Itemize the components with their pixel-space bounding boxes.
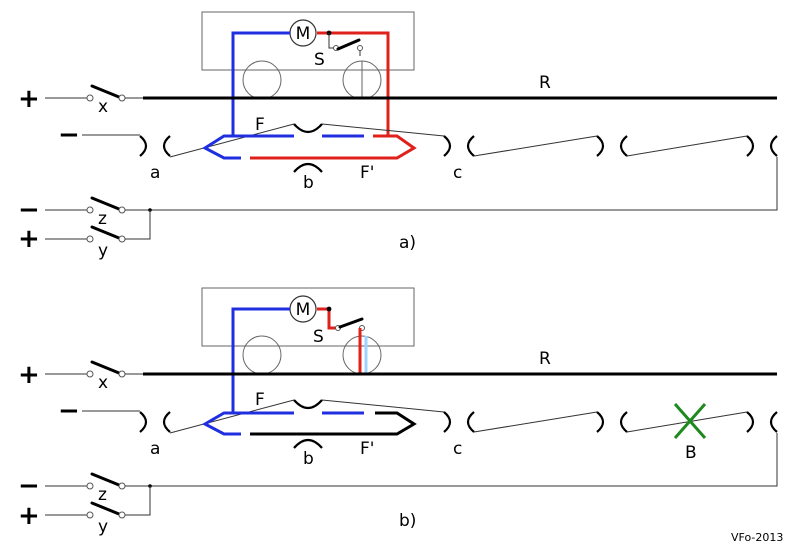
relay-switch-b [338, 317, 364, 329]
caption-a: a) [399, 233, 416, 253]
switch-x-a [90, 84, 121, 99]
return-rail-a [169, 123, 295, 158]
red-wire-b [317, 307, 336, 330]
isolator-e-a [746, 135, 778, 157]
isolator-c-label-b: c [453, 439, 462, 459]
blue-wire-b [231, 307, 290, 413]
pickup-f2-label-a: F' [360, 163, 374, 183]
pickup-f2-a [250, 134, 417, 160]
switch-z-a [90, 196, 121, 211]
switch-z-label-b: z [98, 485, 107, 505]
isolator-b-label-a: b [303, 173, 314, 193]
blue-wire-a [231, 31, 290, 136]
panel-a: M S R + x − a c [18, 11, 778, 261]
isolator-a-label-b: a [150, 439, 160, 459]
relay-lead-a [328, 33, 334, 49]
plus-label-b1: + [18, 360, 40, 390]
wheel-front-a [242, 60, 282, 100]
defect-label: B [685, 443, 697, 463]
pickup-f2-b [250, 411, 417, 436]
isolator-a-label-a: a [150, 163, 160, 183]
isolator-e-b [746, 411, 778, 433]
switch-x-label-b: x [98, 373, 108, 393]
wheel-rear-b [342, 335, 382, 375]
defect-marker [673, 403, 707, 439]
minus-label-b2: − [18, 471, 40, 501]
plus-label-a1: + [18, 84, 40, 114]
switch-x-b [90, 360, 121, 375]
minus-label-a1: − [58, 120, 80, 150]
pickup-f-label-b: F [255, 390, 265, 410]
minus-label-b1: − [58, 396, 80, 426]
isolator-b-top-a [293, 123, 323, 134]
switch-y-b [90, 501, 121, 516]
motor-label-b: M [296, 300, 311, 320]
rail-label-b: R [539, 349, 551, 369]
loco-body-b [201, 287, 415, 347]
credit: VFo-2013 [731, 531, 783, 544]
relay-label-a: S [314, 50, 325, 70]
switch-z-b [90, 472, 121, 487]
switch-y-a [90, 225, 121, 240]
isolator-d-b [596, 411, 628, 433]
pickup-f-label-a: F [255, 115, 265, 135]
caption-b: b) [399, 511, 416, 531]
isolator-b-bottom-a [293, 162, 323, 173]
isolator-c-label-a: c [453, 163, 462, 183]
isolator-d-a [596, 135, 628, 157]
wheel-front-b [242, 335, 282, 375]
isolator-a-b [139, 411, 171, 433]
switch-y-label-b: y [98, 517, 108, 537]
minus-label-a2: − [18, 195, 40, 225]
isolator-c-a [443, 135, 475, 157]
isolator-c-b [443, 411, 475, 433]
rail-label-a: R [539, 73, 551, 93]
panel-b: M S R + x − a c b [18, 287, 778, 537]
pickup-f-a [202, 134, 241, 160]
return-rail-b [169, 399, 295, 434]
pickup-f-b [201, 411, 241, 436]
red-wire-a [317, 31, 390, 136]
isolator-a-a [139, 135, 171, 157]
relay-switch-a [336, 38, 361, 51]
isolator-b-bottom-b [293, 438, 323, 449]
loco-body-a [201, 11, 415, 71]
switch-y-label-a: y [98, 241, 108, 261]
pickup-f2-label-b: F' [360, 439, 374, 459]
plus-label-b2: + [18, 501, 40, 531]
switch-z-label-a: z [98, 209, 107, 229]
plus-label-a2: + [18, 224, 40, 254]
switch-x-label-a: x [98, 97, 108, 117]
relay-label-b: S [313, 327, 324, 347]
isolator-b-label-b: b [303, 449, 314, 469]
motor-label-a: M [296, 24, 311, 44]
isolator-b-top-b [293, 399, 323, 410]
